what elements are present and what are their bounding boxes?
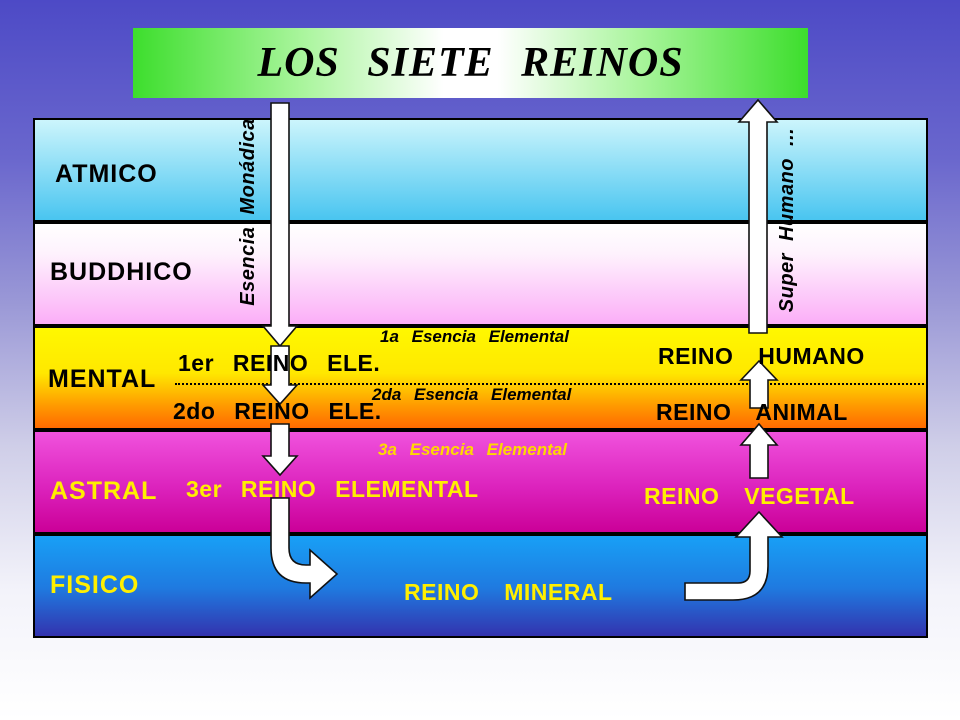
label-animal-kingdom: REINO ANIMAL: [656, 399, 848, 425]
label-second-elemental-kingdom: 2do REINO ELE.: [173, 398, 382, 424]
plane-label-fisico: FISICO: [50, 571, 140, 599]
title-banner: LOS SIETE REINOS: [133, 28, 808, 98]
label-second-essence: 2da Esencia Elemental: [372, 385, 572, 404]
label-first-elemental-kingdom: 1er REINO ELE.: [178, 350, 381, 376]
label-first-essence: 1a Esencia Elemental: [380, 327, 569, 346]
label-third-essence: 3a Esencia Elemental: [378, 440, 567, 459]
label-vegetal-kingdom: REINO VEGETAL: [644, 483, 855, 509]
descending-flow-label: Esencia Monádica: [237, 118, 259, 306]
plane-label-astral: ASTRAL: [50, 477, 158, 505]
page-title: LOS SIETE REINOS: [257, 40, 684, 86]
plane-label-mental: MENTAL: [48, 365, 157, 393]
ascending-flow-label: Super Humano ...: [776, 127, 798, 313]
band-buddhico: [33, 222, 928, 326]
plane-label-atmico: ATMICO: [55, 160, 158, 188]
label-third-elemental-kingdom: 3er REINO ELEMENTAL: [186, 476, 479, 502]
band-atmico: [33, 118, 928, 222]
label-human-kingdom: REINO HUMANO: [658, 343, 865, 369]
label-mineral-kingdom: REINO MINERAL: [404, 579, 613, 605]
mental-divider-dotted-line: [175, 383, 924, 385]
plane-label-buddhico: BUDDHICO: [50, 258, 193, 286]
